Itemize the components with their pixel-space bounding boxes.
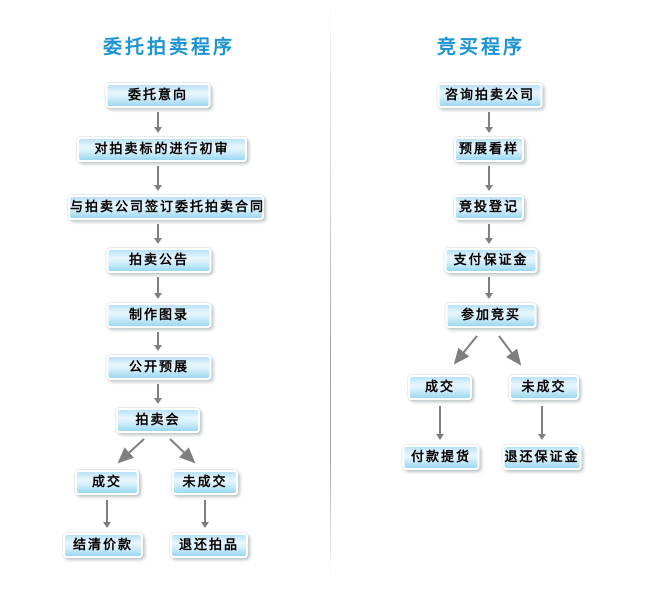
arrow-down-icon: [103, 500, 111, 528]
arrow-down-icon: [154, 224, 162, 244]
arrow-down-icon: [154, 384, 162, 404]
arrow-down-icon: [154, 277, 162, 299]
arrow-down-icon: [154, 166, 162, 191]
left-step-box: 公开预展: [106, 355, 212, 380]
left-branch-deal-box: 成交: [75, 470, 139, 495]
arrow-down-icon: [485, 224, 493, 244]
left-step-box: 拍卖会: [116, 408, 200, 433]
right-step-box: 咨询拍卖公司: [437, 83, 543, 108]
right-step-box: 支付保证金: [444, 248, 538, 273]
right-deal-result-box: 付款提货: [402, 445, 480, 470]
left-step-box: 制作图录: [106, 303, 212, 328]
arrow-down-icon: [485, 166, 493, 191]
left-deal-result-box: 结清价款: [63, 533, 143, 558]
column-divider: [330, 0, 331, 578]
arrow-down-icon: [538, 406, 546, 440]
arrow-down-icon: [485, 277, 493, 299]
arrow-down-icon: [154, 332, 162, 351]
arrow-down-icon: [201, 500, 209, 528]
arrow-down-icon: [436, 406, 444, 440]
right-step-box: 竞投登记: [454, 195, 524, 220]
left-step-box: 委托意向: [105, 83, 211, 108]
right-branch-no-deal-box: 未成交: [509, 375, 579, 400]
branch-split-arrows-icon: [117, 438, 196, 464]
left-step-box: 拍卖公告: [106, 248, 212, 273]
right-no-deal-result-box: 退还保证金: [502, 445, 582, 470]
left-step-box: 对拍卖标的进行初审: [77, 137, 247, 162]
right-step-box: 预展看样: [454, 137, 524, 162]
right-flow-title: 竞买程序: [436, 36, 526, 58]
left-no-deal-result-box: 退还拍品: [170, 533, 248, 558]
arrow-down-icon: [485, 112, 493, 133]
right-step-box: 参加竞买: [445, 303, 537, 328]
left-branch-no-deal-box: 未成交: [172, 470, 238, 495]
arrow-down-icon: [154, 112, 162, 133]
left-flow-title: 委托拍卖程序: [102, 36, 236, 58]
left-step-box: 与拍卖公司签订委托拍卖合同: [68, 195, 264, 220]
right-branch-deal-box: 成交: [408, 375, 472, 400]
branch-split-arrows-icon: [453, 335, 522, 366]
